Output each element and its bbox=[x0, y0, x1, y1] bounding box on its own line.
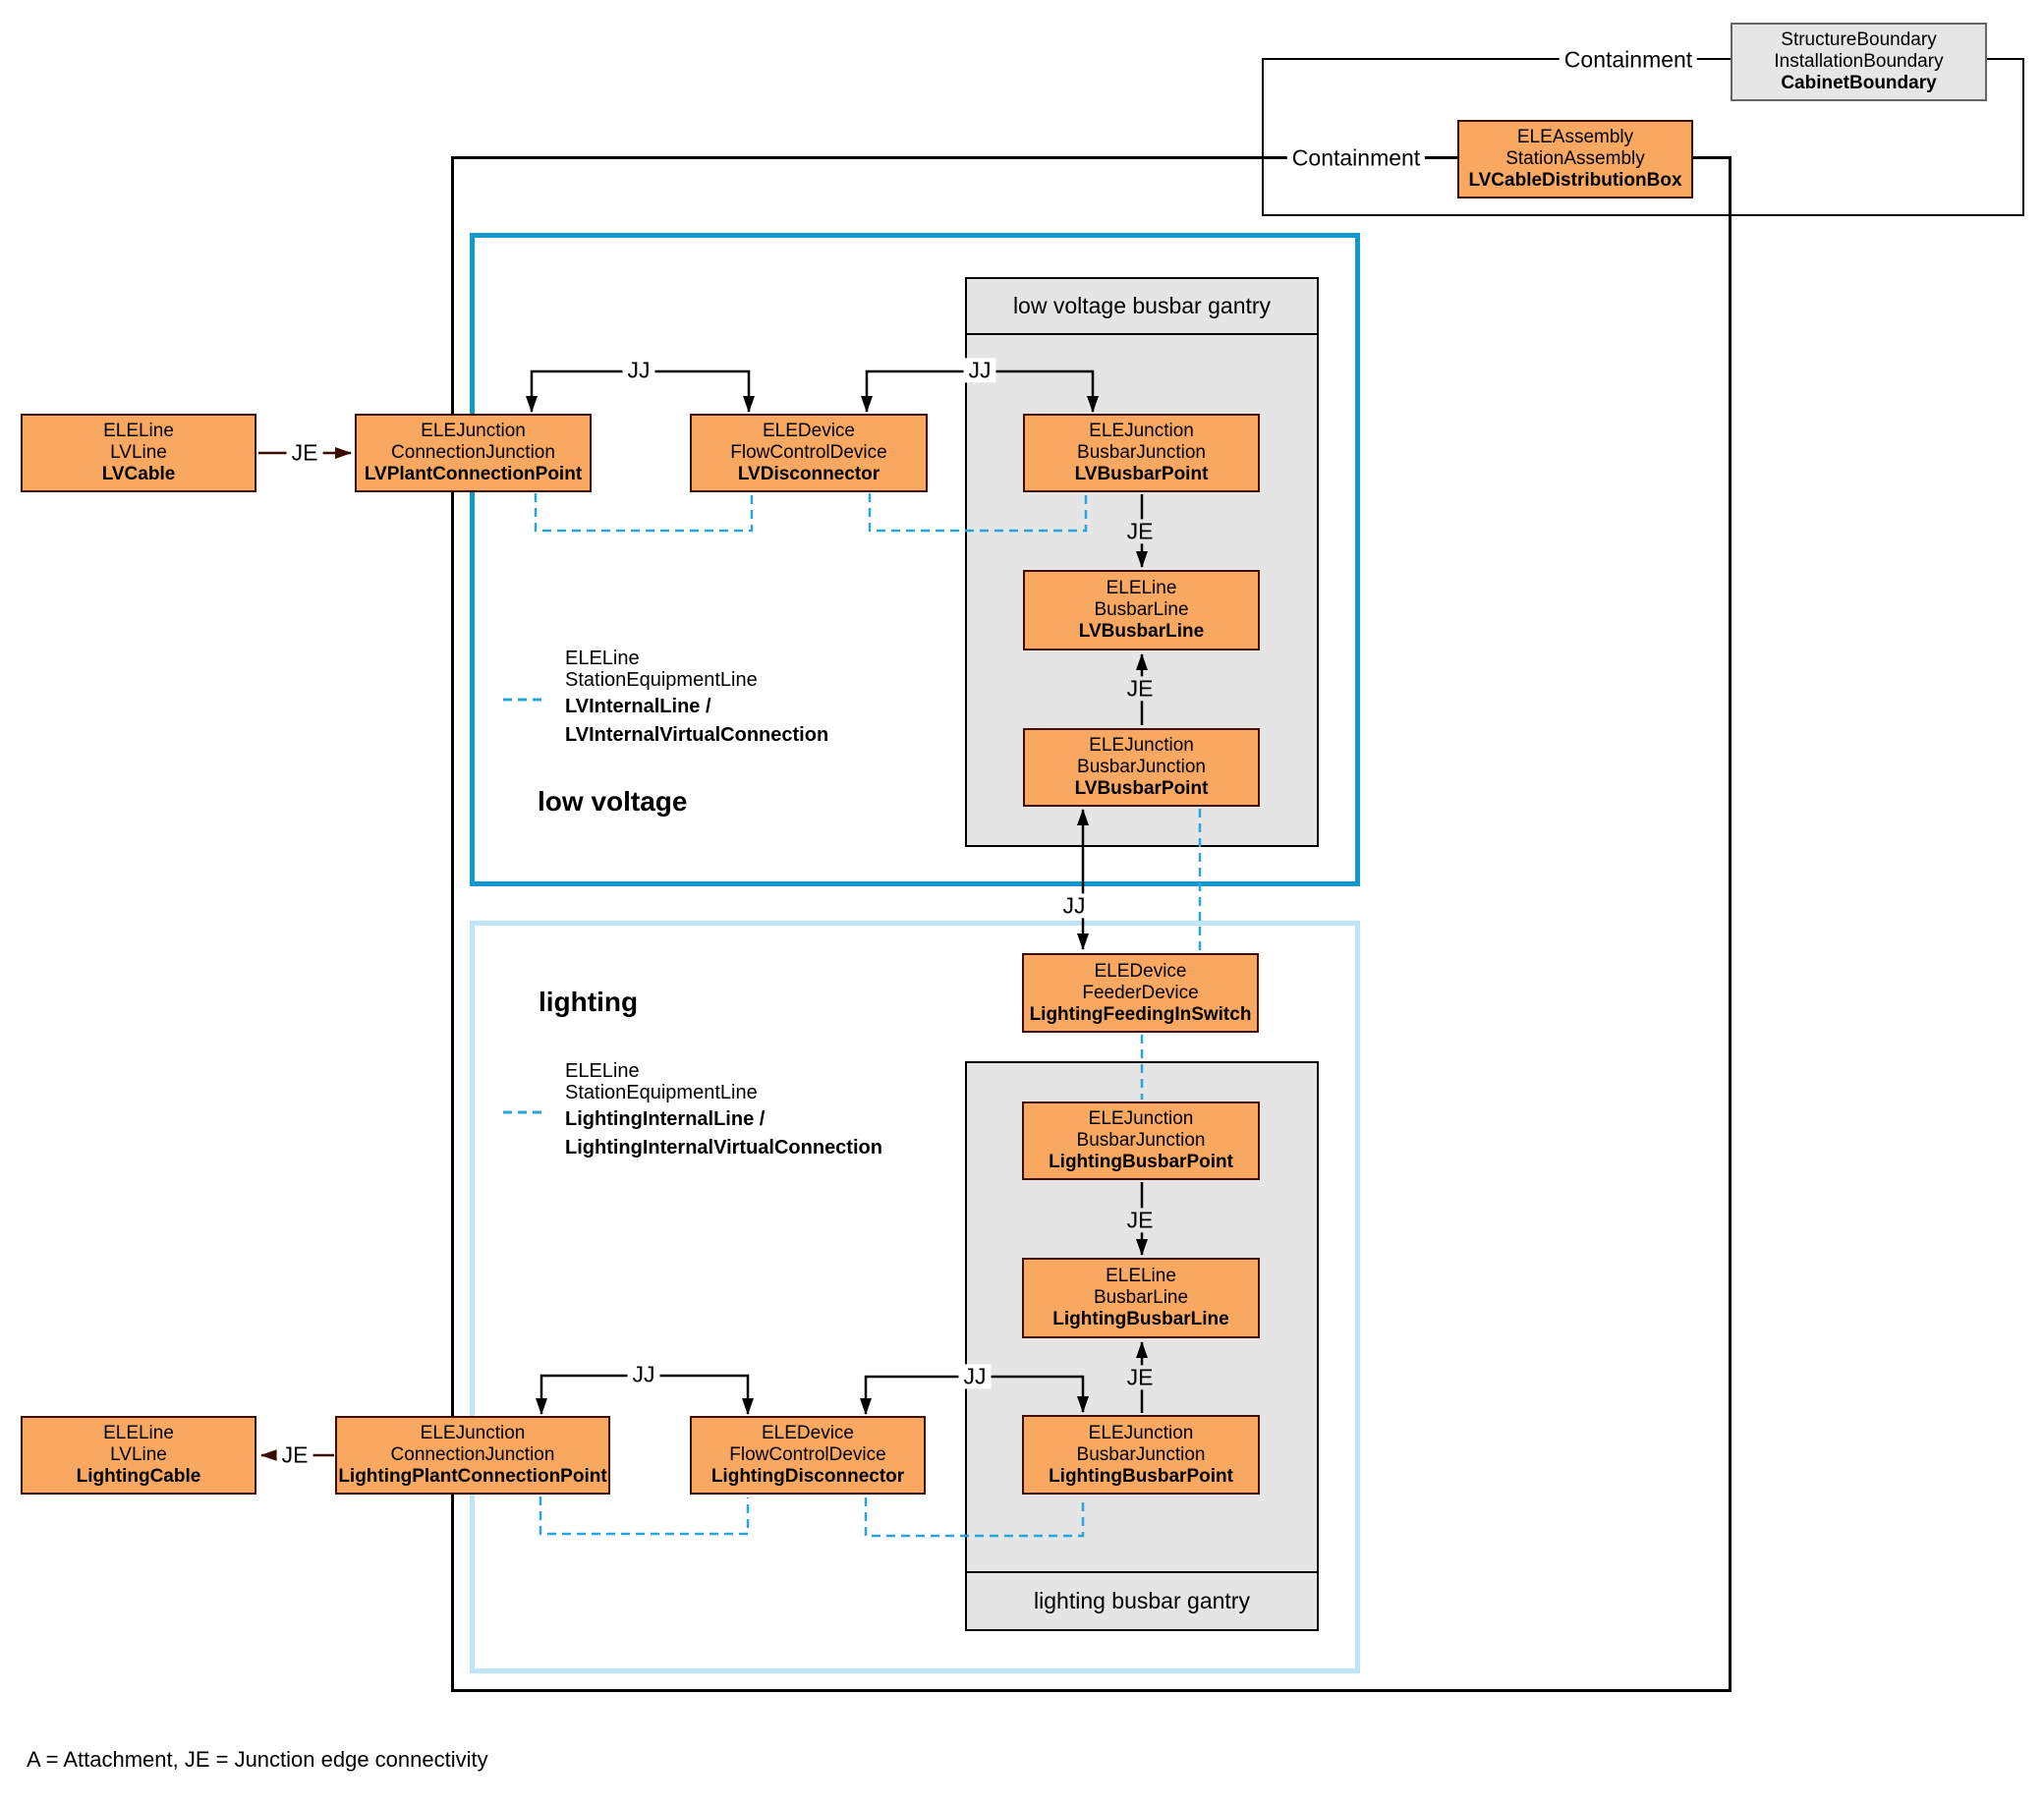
lighting-frame bbox=[470, 921, 1360, 1673]
je-label-lv-gantry-bottom: JE bbox=[1122, 676, 1158, 702]
jj-label-lv-left: JJ bbox=[622, 358, 655, 383]
node-lv-plant-connection-point: ELEJunction ConnectionJunction LVPlantCo… bbox=[355, 414, 592, 492]
node-lighting-cable: ELELine LVLine LightingCable bbox=[21, 1416, 256, 1495]
node-lighting-disconnector: ELEDevice FlowControlDevice LightingDisc… bbox=[690, 1416, 926, 1495]
lv-note-line4: LVInternalVirtualConnection bbox=[565, 724, 829, 746]
jj-label-lv-right: JJ bbox=[963, 358, 996, 383]
node-lv-busbar-point-bottom: ELEJunction BusbarJunction LVBusbarPoint bbox=[1023, 728, 1260, 807]
jj-label-lighting-left: JJ bbox=[627, 1362, 660, 1387]
node-lv-busbar-point-top: ELEJunction BusbarJunction LVBusbarPoint bbox=[1023, 414, 1260, 492]
je-label-lv-cable: JE bbox=[286, 440, 323, 466]
cable-distribution-box-containment-frame bbox=[451, 156, 1732, 1692]
je-label-lighting-gantry-bottom: JE bbox=[1122, 1365, 1158, 1390]
lighting-section-label: lighting bbox=[539, 987, 639, 1017]
lighting-note-line1: ELELine bbox=[565, 1060, 640, 1082]
node-lighting-busbar-point-bottom: ELEJunction BusbarJunction LightingBusba… bbox=[1022, 1415, 1260, 1495]
je-label-lighting-cable: JE bbox=[276, 1442, 313, 1468]
lv-note-line2: StationEquipmentLine bbox=[565, 669, 758, 691]
node-lighting-busbar-point-top: ELEJunction BusbarJunction LightingBusba… bbox=[1022, 1102, 1260, 1180]
lv-note-line3: LVInternalLine / bbox=[565, 696, 711, 717]
jj-label-feeder: JJ bbox=[1057, 893, 1091, 919]
jj-label-lighting-right: JJ bbox=[958, 1364, 992, 1389]
low-voltage-section-label: low voltage bbox=[538, 786, 688, 817]
node-cabinet-boundary: StructureBoundary InstallationBoundary C… bbox=[1731, 23, 1987, 101]
lighting-note-line4: LightingInternalVirtualConnection bbox=[565, 1137, 882, 1158]
lighting-note-line2: StationEquipmentLine bbox=[565, 1082, 758, 1103]
node-lv-disconnector: ELEDevice FlowControlDevice LVDisconnect… bbox=[690, 414, 928, 492]
node-lighting-feeding-in-switch: ELEDevice FeederDevice LightingFeedingIn… bbox=[1022, 953, 1259, 1033]
node-lv-cable-distribution-box: ELEAssembly StationAssembly LVCableDistr… bbox=[1457, 120, 1693, 198]
lv-note-line1: ELELine bbox=[565, 648, 640, 669]
lighting-note-line3: LightingInternalLine / bbox=[565, 1108, 766, 1130]
lighting-busbar-gantry-title: lighting busbar gantry bbox=[967, 1571, 1317, 1629]
low-voltage-busbar-gantry-title: low voltage busbar gantry bbox=[967, 279, 1317, 335]
je-label-lighting-gantry-top: JE bbox=[1122, 1208, 1158, 1233]
node-lighting-busbar-line: ELELine BusbarLine LightingBusbarLine bbox=[1022, 1258, 1260, 1338]
node-lv-cable: ELELine LVLine LVCable bbox=[21, 414, 256, 492]
node-lv-busbar-line: ELELine BusbarLine LVBusbarLine bbox=[1023, 570, 1260, 650]
low-voltage-frame bbox=[470, 233, 1360, 886]
legend-text: A = Attachment, JE = Junction edge conne… bbox=[27, 1747, 488, 1772]
node-lighting-plant-connection-point: ELEJunction ConnectionJunction LightingP… bbox=[335, 1416, 610, 1495]
containment-label-cabinet: Containment bbox=[1559, 47, 1698, 73]
je-label-lv-gantry-top: JE bbox=[1122, 519, 1158, 544]
containment-label-assembly: Containment bbox=[1286, 145, 1426, 171]
